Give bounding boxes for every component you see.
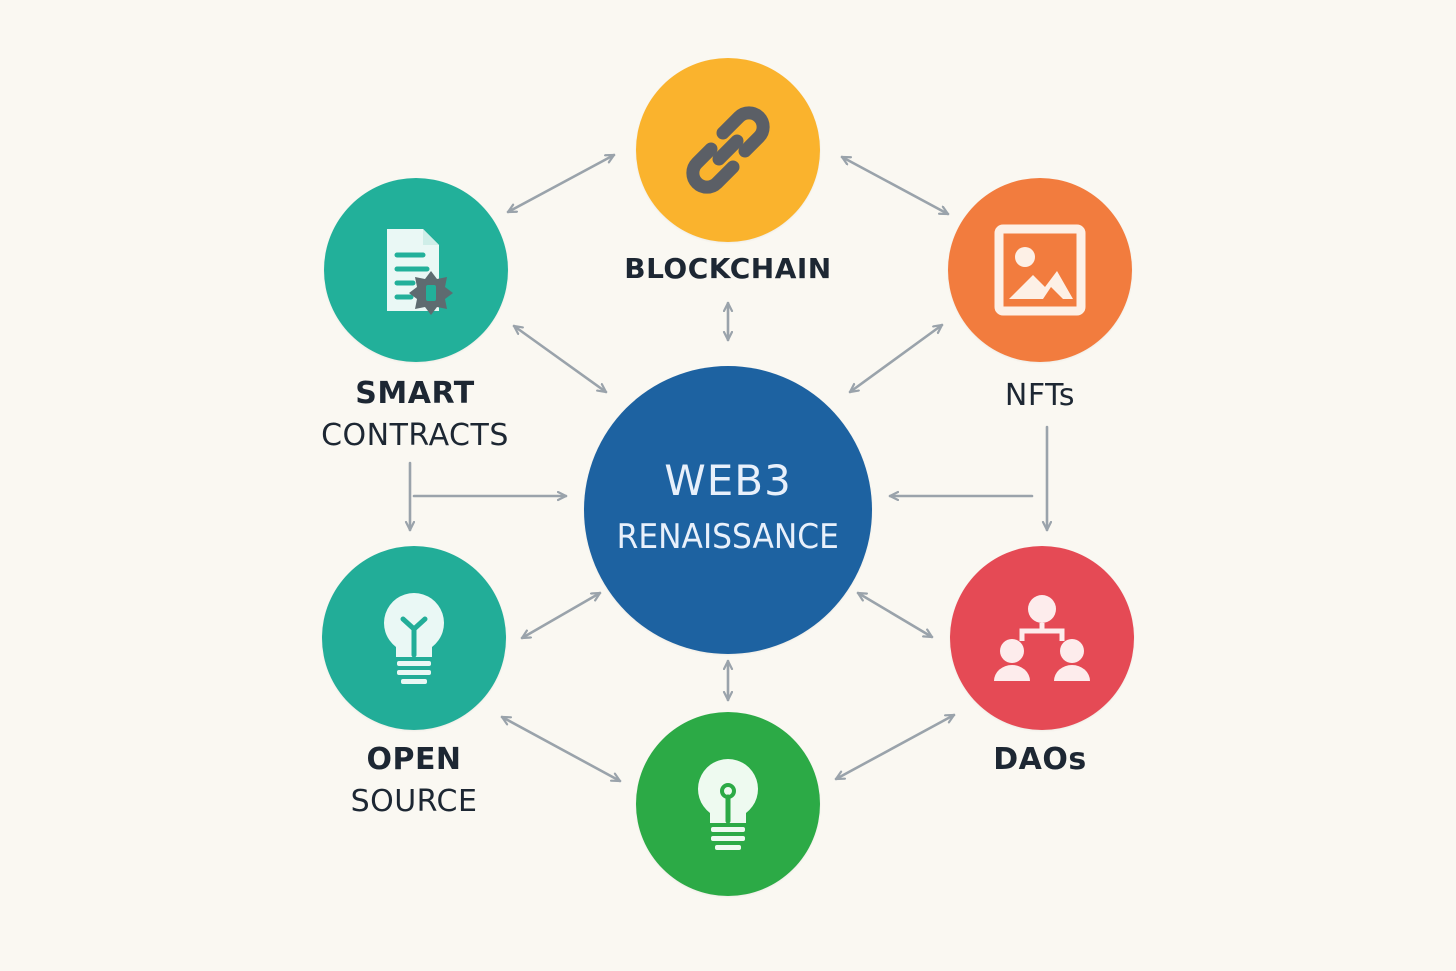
arrow-open-source-bottom <box>500 715 622 783</box>
arrow-blockchain-nfts <box>840 155 950 216</box>
arrow-center-open-source <box>520 591 602 640</box>
blockchain-label: BLOCKCHAIN <box>624 252 832 285</box>
open-source-node <box>322 546 506 730</box>
web3-renaissance-hub: WEB3 RENAISSANCE <box>584 366 872 654</box>
daos-node <box>950 546 1134 730</box>
hub-title-line2: RENAISSANCE <box>616 517 840 557</box>
nfts-label: NFTs <box>1004 378 1076 413</box>
org-people-icon <box>994 595 1090 681</box>
lightbulb-icon <box>384 593 444 684</box>
bottom-lightbulb-node <box>636 712 820 896</box>
daos-label: DAOs <box>993 742 1087 777</box>
nfts-node <box>948 178 1132 362</box>
smart-contracts-node <box>324 178 508 362</box>
arrow-center-smart-contracts <box>512 324 608 394</box>
arrow-blockchain-smart-contracts <box>506 153 616 214</box>
arrow-bottom-daos <box>834 713 956 781</box>
smart-contracts-label-line2: CONTRACTS <box>321 418 509 453</box>
arrow-center-nfts <box>848 323 944 394</box>
lightbulb-icon <box>698 759 758 850</box>
smart-contracts-label-line1: SMART <box>355 376 475 411</box>
chain-link-icon <box>686 106 770 194</box>
blockchain-node <box>636 58 820 242</box>
image-frame-icon <box>994 224 1086 316</box>
open-source-label-line1: OPEN <box>366 742 462 777</box>
arrow-center-daos <box>856 591 934 639</box>
contract-document-icon <box>387 229 453 315</box>
hub-title-line1: WEB3 <box>664 456 792 505</box>
open-source-label-line2: SOURCE <box>350 784 478 819</box>
